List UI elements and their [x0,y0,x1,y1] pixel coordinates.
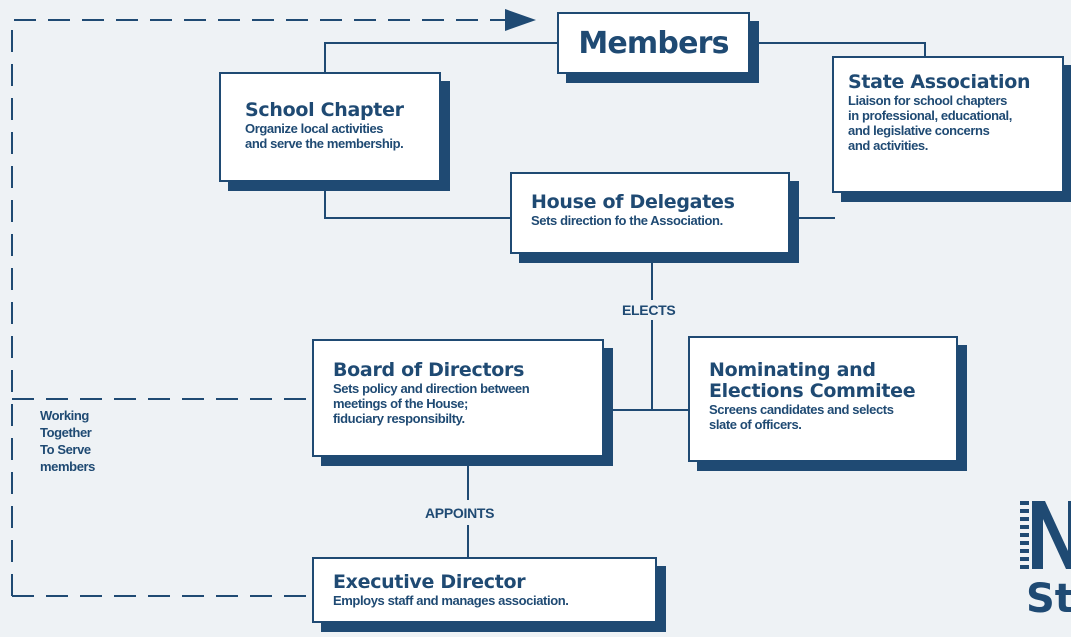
school-to-members-line [324,42,557,72]
arrow-head-icon [505,9,536,31]
executive-director-box: Executive Director Employs staff and man… [312,557,657,623]
executive-director-desc: Employs staff and manages association. [333,593,569,608]
feedback-loop-line [11,19,505,596]
school-to-house-line [324,190,510,219]
logo-mark-icon [1020,501,1071,569]
house-of-delegates-desc: Sets direction fo the Association. [531,213,723,228]
state-association-title: State Association [848,71,1031,93]
executive-director-title: Executive Director [333,571,526,593]
house-of-delegates-box: House of Delegates Sets direction fo the… [510,172,790,254]
nominating-box: Nominating and Elections Commitee Screen… [688,336,958,462]
appoints-label: APPOINTS [425,505,495,521]
members-box: Members [557,12,750,74]
working-together-label: Working Together To Serve members [40,408,96,474]
house-of-delegates-title: House of Delegates [531,191,735,213]
members-to-state-line [750,42,926,56]
board-of-directors-title: Board of Directors [333,359,525,381]
nominating-title: Nominating and Elections Commitee [709,359,916,402]
logo: St [1018,495,1071,635]
state-association-box: State Association Liaison for school cha… [832,56,1064,193]
nominating-desc: Screens candidates and selects slate of … [709,402,894,432]
state-association-desc: Liaison for school chapters in professio… [848,93,1012,153]
elects-label: ELECTS [622,302,676,318]
logo-letters: St [1026,576,1071,622]
members-title: Members [578,25,729,61]
school-chapter-box: School Chapter Organize local activities… [219,72,441,182]
school-chapter-title: School Chapter [245,99,404,121]
board-of-directors-box: Board of Directors Sets policy and direc… [312,339,604,457]
board-of-directors-desc: Sets policy and direction between meetin… [333,381,530,426]
school-chapter-desc: Organize local activities and serve the … [245,121,404,151]
